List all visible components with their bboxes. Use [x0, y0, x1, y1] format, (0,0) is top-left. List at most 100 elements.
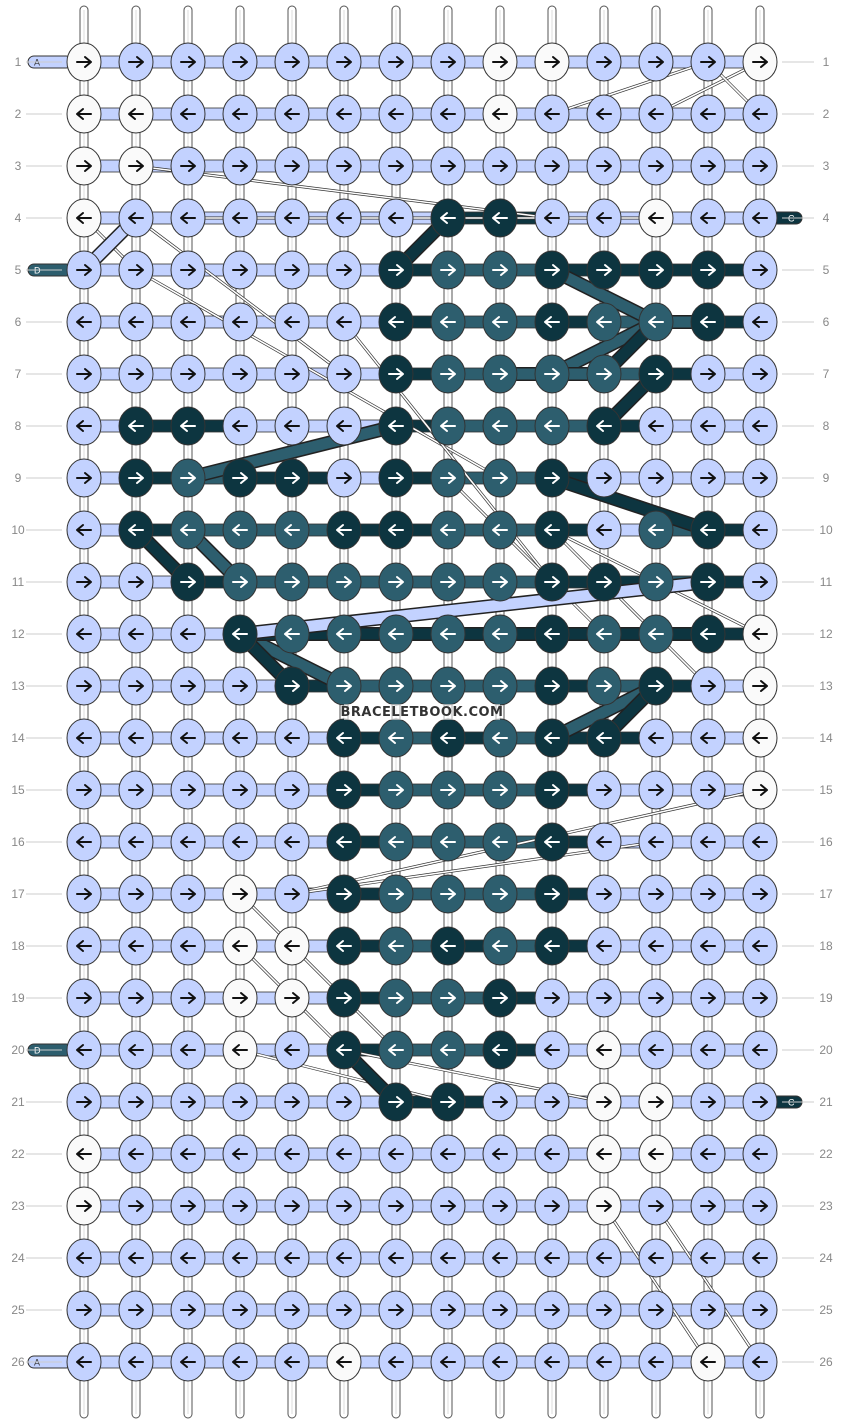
- knot: [378, 874, 414, 914]
- arrow-right-icon: [292, 160, 300, 172]
- knot: [378, 198, 414, 238]
- arrow-right-icon: [500, 1304, 508, 1316]
- arrow-right-icon: [760, 264, 768, 276]
- row-number-right: 17: [819, 887, 833, 901]
- arrow-left-icon: [76, 1356, 84, 1368]
- arrow-right-icon: [292, 264, 300, 276]
- arrow-right-icon: [136, 56, 144, 68]
- knot: [586, 1082, 622, 1122]
- arrow-left-icon: [336, 1356, 344, 1368]
- arrow-right-icon: [604, 1304, 612, 1316]
- knot: [690, 458, 726, 498]
- knot: [66, 406, 102, 446]
- arrow-right-icon: [552, 1200, 560, 1212]
- knot: [118, 94, 154, 134]
- arrow-left-icon: [232, 732, 240, 744]
- row-number-right: 6: [823, 315, 830, 329]
- watermark-text: BRACELETBOOK.COM: [341, 705, 504, 720]
- knot: [638, 406, 674, 446]
- knot: [66, 42, 102, 82]
- knot: [326, 458, 362, 498]
- row-number-right: 8: [823, 419, 830, 433]
- knot: [326, 146, 362, 186]
- knot: [534, 1238, 570, 1278]
- knot: [118, 1030, 154, 1070]
- arrow-right-icon: [708, 472, 716, 484]
- knot: [534, 822, 570, 862]
- knot: [274, 562, 310, 602]
- knot: [378, 250, 414, 290]
- arrow-left-icon: [544, 1044, 552, 1056]
- knot: [274, 1238, 310, 1278]
- crossing-string: [343, 321, 553, 583]
- arrow-left-icon: [440, 1148, 448, 1160]
- row-number-left: 9: [15, 471, 22, 485]
- knot: [118, 1186, 154, 1226]
- arrow-right-icon: [500, 576, 508, 588]
- knot: [222, 718, 258, 758]
- knot: [482, 1290, 518, 1330]
- knot: [170, 1186, 206, 1226]
- knot: [378, 42, 414, 82]
- arrow-right-icon: [708, 1096, 716, 1108]
- knot: [638, 42, 674, 82]
- row-number-left: 26: [11, 1355, 25, 1369]
- arrow-right-icon: [604, 680, 612, 692]
- arrow-left-icon: [232, 1252, 240, 1264]
- knot: [638, 458, 674, 498]
- arrow-right-icon: [500, 160, 508, 172]
- knot: [118, 354, 154, 394]
- knot: [690, 354, 726, 394]
- arrow-left-icon: [596, 836, 604, 848]
- knot: [222, 146, 258, 186]
- arrow-right-icon: [552, 1096, 560, 1108]
- arrow-right-icon: [136, 160, 144, 172]
- row-number-right: 11: [820, 575, 833, 589]
- arrow-left-icon: [700, 108, 708, 120]
- arrow-right-icon: [656, 576, 664, 588]
- crossing-string: [655, 1205, 761, 1363]
- arrow-left-icon: [180, 1252, 188, 1264]
- arrow-left-icon: [180, 836, 188, 848]
- arrow-left-icon: [492, 212, 500, 224]
- arrow-right-icon: [84, 368, 92, 380]
- knot: [690, 1030, 726, 1070]
- row-number-right: 9: [823, 471, 830, 485]
- arrow-left-icon: [180, 212, 188, 224]
- knot: [378, 978, 414, 1018]
- row-number-left: 17: [11, 887, 25, 901]
- arrow-left-icon: [128, 212, 136, 224]
- knot: [66, 770, 102, 810]
- knot: [430, 926, 466, 966]
- knot: [222, 406, 258, 446]
- knot: [430, 1186, 466, 1226]
- arrow-right-icon: [760, 368, 768, 380]
- arrow-right-icon: [708, 1304, 716, 1316]
- knot: [222, 1186, 258, 1226]
- knot: [222, 510, 258, 550]
- arrow-left-icon: [752, 940, 760, 952]
- arrow-left-icon: [388, 1356, 396, 1368]
- knot: [742, 1186, 778, 1226]
- arrow-right-icon: [656, 472, 664, 484]
- diagonal-string-paths: [77, 211, 715, 1109]
- knot: [430, 718, 466, 758]
- knot: [482, 94, 518, 134]
- arrow-right-icon: [760, 160, 768, 172]
- arrow-left-icon: [700, 1044, 708, 1056]
- knot: [118, 510, 154, 550]
- knot: [638, 874, 674, 914]
- arrow-right-icon: [656, 1096, 664, 1108]
- arrow-left-icon: [440, 732, 448, 744]
- row-number-left: 16: [11, 835, 25, 849]
- knot: [586, 770, 622, 810]
- arrow-left-icon: [544, 316, 552, 328]
- crossing-string: [551, 529, 709, 687]
- arrow-right-icon: [760, 888, 768, 900]
- knot: [482, 250, 518, 290]
- arrow-left-icon: [492, 836, 500, 848]
- knot: [534, 666, 570, 706]
- arrow-right-icon: [240, 1096, 248, 1108]
